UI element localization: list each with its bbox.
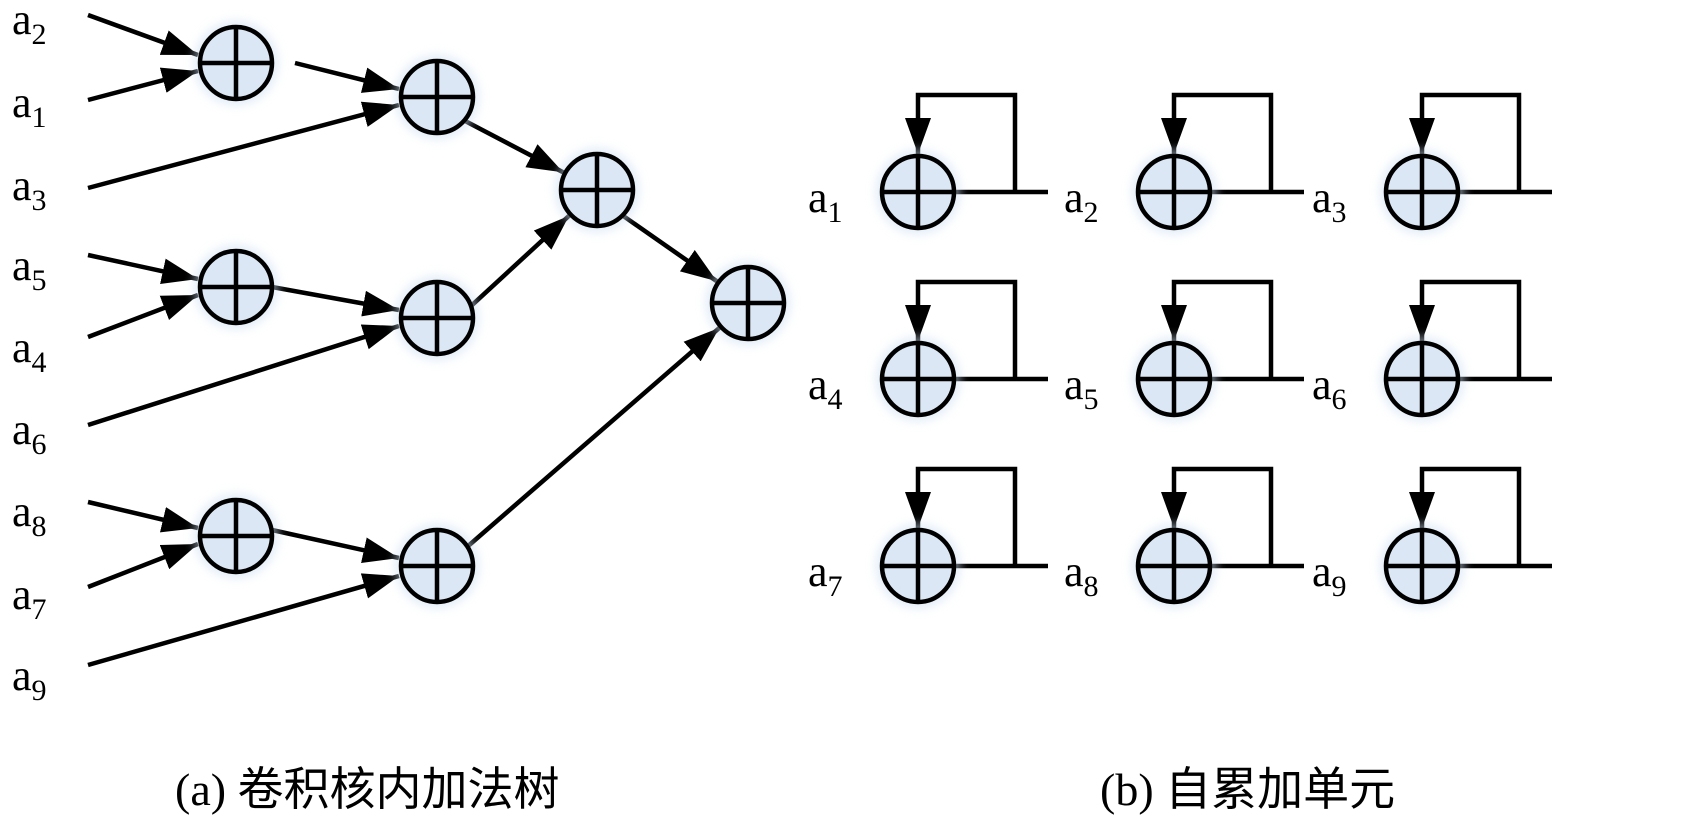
feedback-arrow (1409, 92, 1522, 192)
adder-node (555, 148, 639, 232)
cell-input-label: a3 (1312, 173, 1347, 229)
arrow (271, 284, 400, 317)
feedback-arrow (1409, 279, 1522, 379)
arrow (87, 252, 199, 285)
adder-node (1380, 150, 1464, 234)
arrow (87, 573, 400, 668)
accumulator-cell: a7 (808, 466, 1048, 608)
accumulator-cell: a1 (808, 92, 1048, 234)
input-label: a8 (12, 487, 47, 543)
self-accumulator-panel: a1 a2 a3 a4 a5 a6 a7 a8 a9 (808, 92, 1552, 608)
arrow (294, 60, 400, 93)
adder-node (1132, 150, 1216, 234)
arrow (464, 326, 721, 550)
arrow (87, 12, 199, 58)
input-label: a5 (12, 241, 47, 297)
cell-input-label: a5 (1064, 360, 1099, 416)
feedback-arrow (1409, 466, 1522, 566)
arrow (464, 214, 571, 313)
input-label: a3 (12, 161, 47, 217)
feedback-arrow (905, 279, 1018, 379)
accumulator-cell: a2 (1064, 92, 1304, 234)
cell-input-label: a4 (808, 360, 843, 416)
caption-b: (b) 自累加单元 (1100, 764, 1395, 815)
adder-node (1132, 524, 1216, 608)
adder-node (1380, 337, 1464, 421)
input-label: a1 (12, 78, 47, 134)
arrow (620, 213, 719, 284)
cell-input-label: a1 (808, 173, 843, 229)
adder-node (194, 494, 278, 578)
adder-node (706, 261, 790, 345)
accumulator-cell: a8 (1064, 466, 1304, 608)
input-label: a4 (12, 323, 47, 379)
accumulator-cell: a3 (1312, 92, 1552, 234)
arrow (87, 292, 199, 340)
cell-input-label: a9 (1312, 547, 1347, 603)
input-label: a9 (12, 651, 47, 707)
arrow (87, 67, 199, 103)
input-label: a6 (12, 405, 47, 461)
cell-input-label: a8 (1064, 547, 1099, 603)
cell-input-label: a6 (1312, 360, 1347, 416)
arrow (87, 323, 400, 428)
arrow (271, 527, 400, 563)
adder-tree-panel: a2 a1 a3 a5 a4 a6 a8 a7 a9 (12, 0, 790, 707)
arrow (87, 541, 199, 590)
adder-node (395, 276, 479, 360)
adder-node (1132, 337, 1216, 421)
caption-a: (a) 卷积核内加法树 (175, 764, 560, 815)
adder-node (876, 524, 960, 608)
feedback-arrow (905, 466, 1018, 566)
adder-node (876, 337, 960, 421)
cell-input-label: a7 (808, 547, 843, 603)
adder-node (194, 21, 278, 105)
accumulator-cell: a9 (1312, 466, 1552, 608)
arrow (87, 101, 400, 191)
adder-node (395, 55, 479, 139)
accumulator-cell: a5 (1064, 279, 1304, 421)
arrow (462, 118, 565, 175)
accumulator-cell: a4 (808, 279, 1048, 421)
arrow (87, 499, 199, 533)
feedback-arrow (1161, 466, 1274, 566)
feedback-arrow (1161, 92, 1274, 192)
input-label: a2 (12, 0, 47, 51)
cell-input-label: a2 (1064, 173, 1099, 229)
adder-node (1380, 524, 1464, 608)
adder-node (194, 245, 278, 329)
adder-node (876, 150, 960, 234)
feedback-arrow (905, 92, 1018, 192)
accumulator-cell: a6 (1312, 279, 1552, 421)
feedback-arrow (1161, 279, 1274, 379)
input-label: a7 (12, 570, 47, 626)
adder-node (395, 524, 479, 608)
